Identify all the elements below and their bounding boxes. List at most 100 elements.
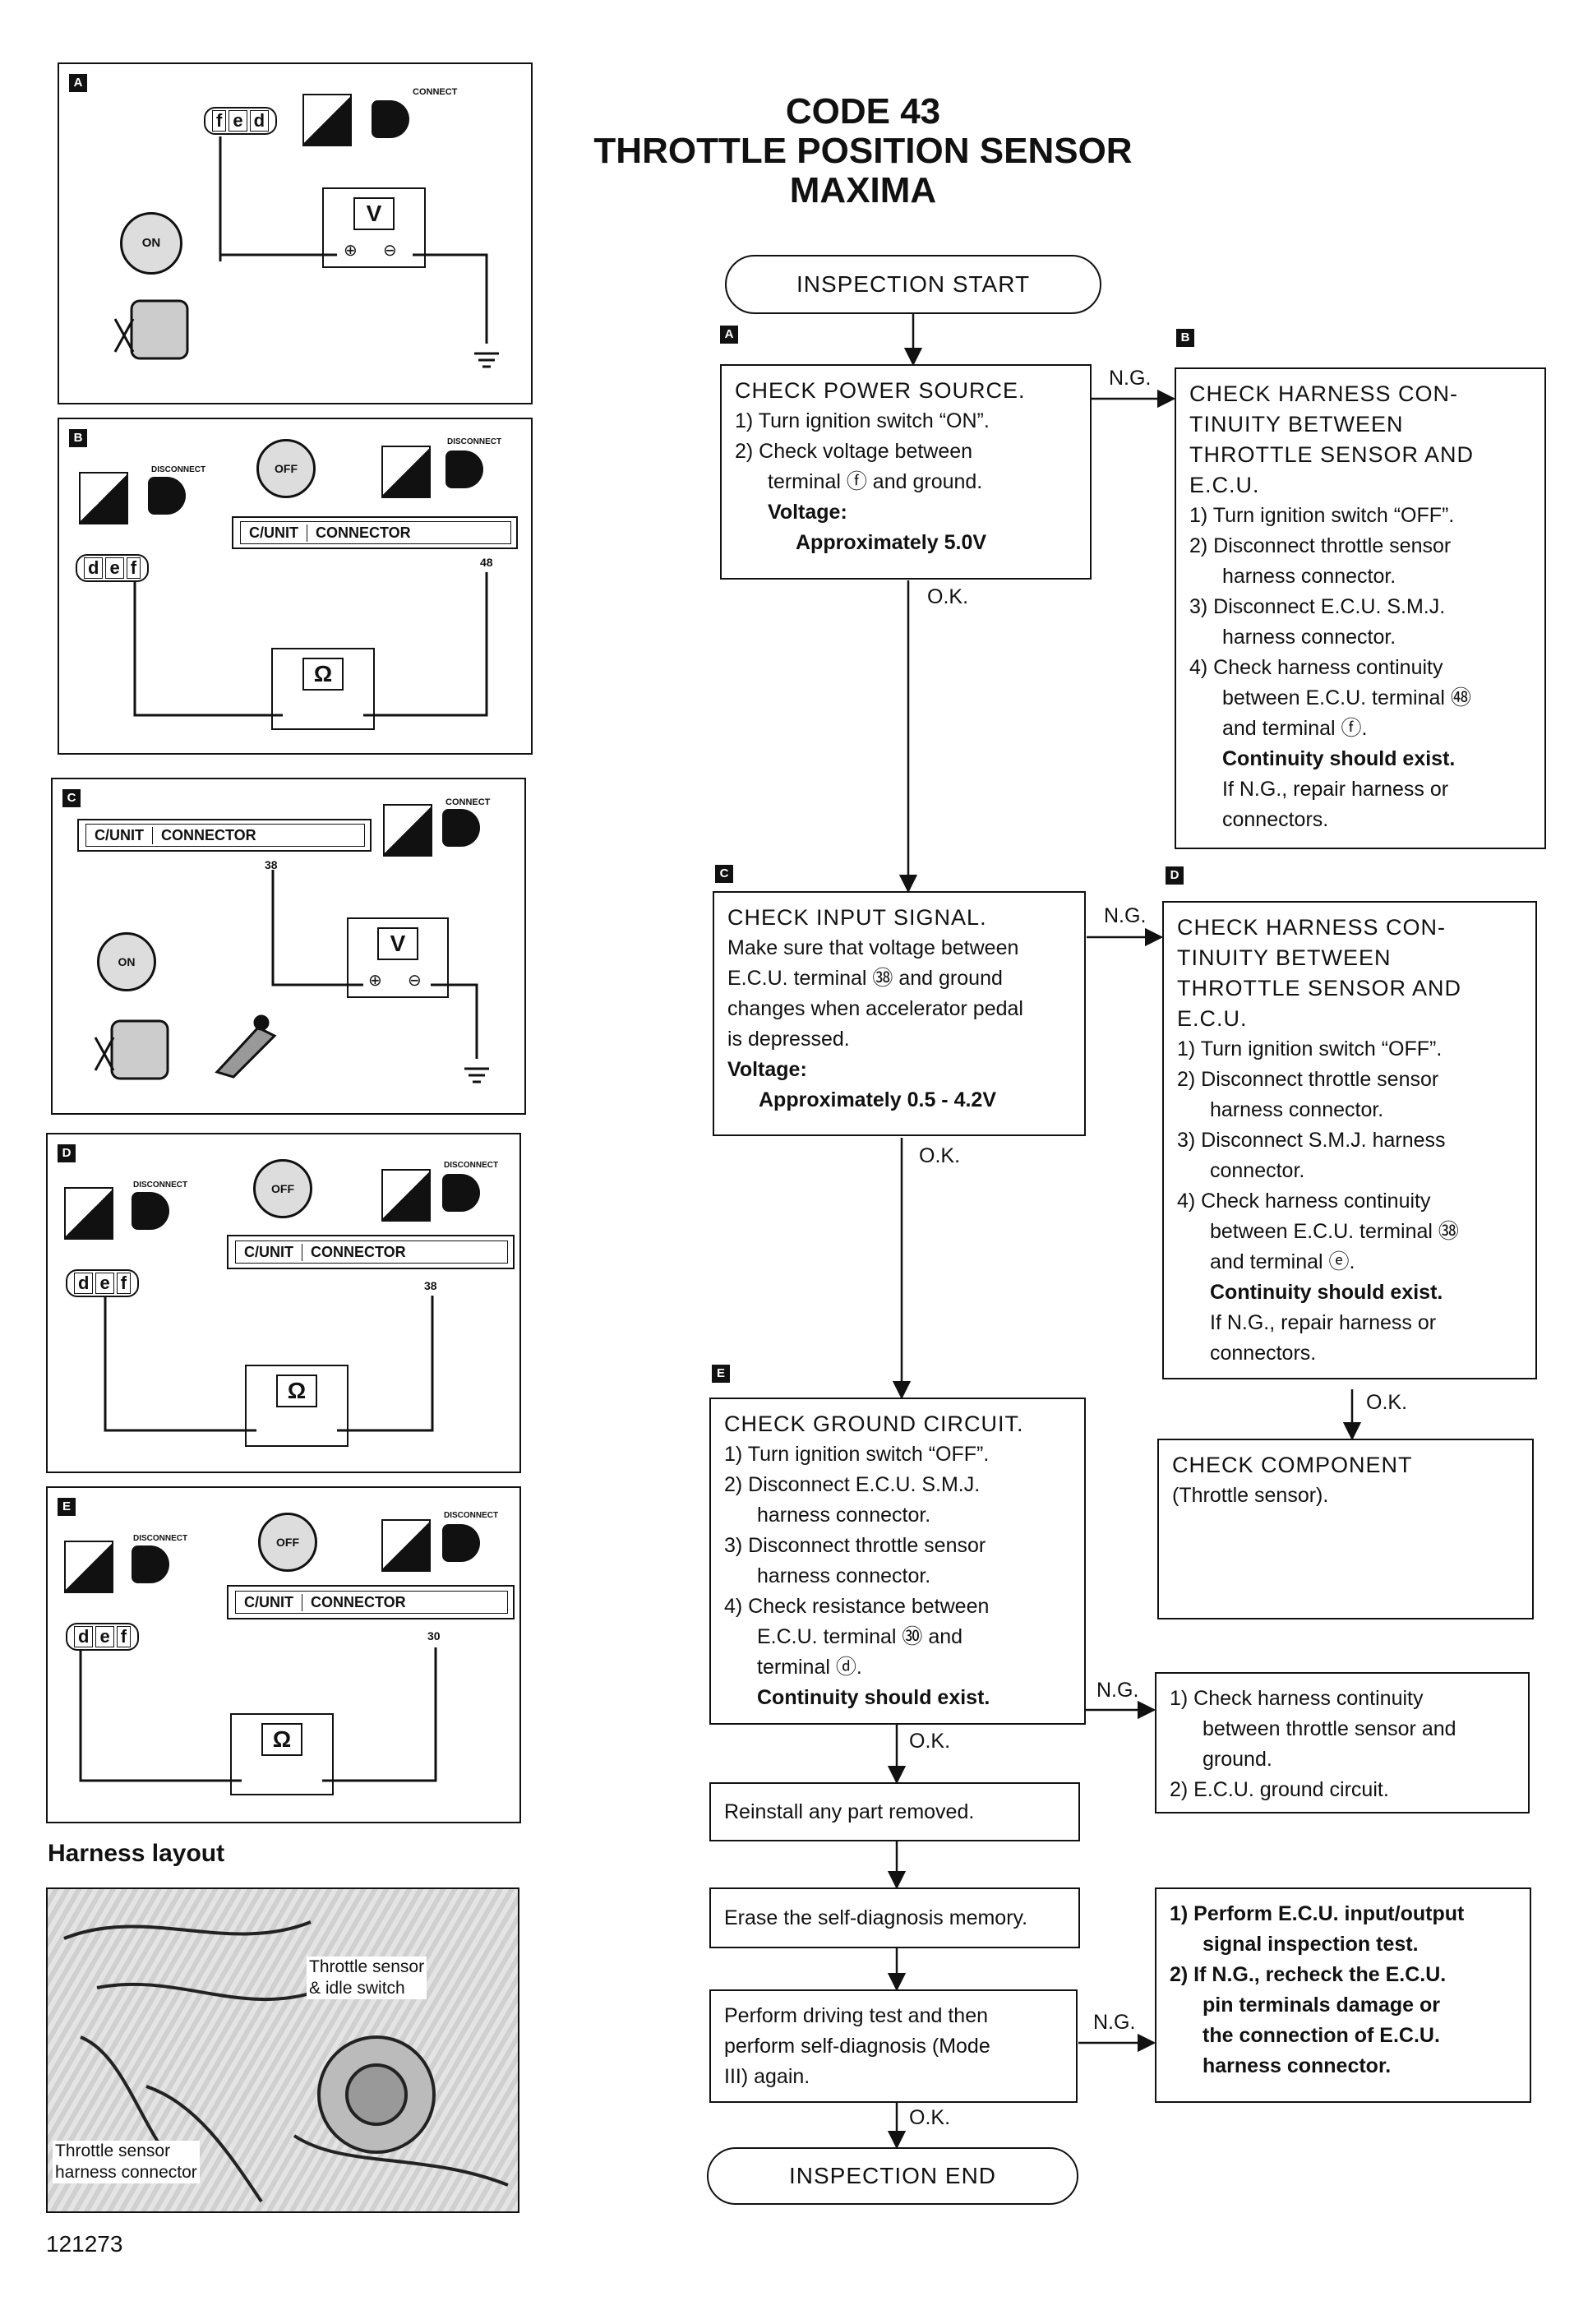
step-a-voltage-label: Voltage: xyxy=(768,501,847,524)
ground-ng-line: ground. xyxy=(1203,1748,1272,1771)
terminal-f: f xyxy=(116,1273,132,1294)
step-e-line: terminal ⓓ. xyxy=(757,1656,862,1679)
ohmmeter-display: Ω xyxy=(302,658,344,691)
terminal-d: d xyxy=(249,110,270,132)
step-c-line: changes when accelerator pedal xyxy=(727,997,1023,1020)
harness-connector-label-line: harness connector xyxy=(55,2163,197,2182)
terminal-d: d xyxy=(74,1273,94,1294)
cunit-label: C/UNIT xyxy=(249,524,298,541)
plus-terminal: ⊕ xyxy=(368,972,382,990)
ignition-off-label: OFF xyxy=(271,1182,294,1195)
ecu-terminal-number: 30 xyxy=(427,1629,441,1643)
ok-label-c: O.K. xyxy=(919,1144,961,1167)
step-c-line: Make sure that voltage between xyxy=(727,936,1019,959)
step-a-heading: CHECK POWER SOURCE. xyxy=(735,378,1026,403)
step-e-line: harness connector. xyxy=(757,1504,931,1527)
ng-label-drive: N.G. xyxy=(1093,2011,1136,2034)
ecu-terminal-number: 38 xyxy=(265,858,278,871)
step-a-tag: A xyxy=(720,326,738,344)
ecu-connector-icon xyxy=(381,1169,431,1222)
connector-label: CONNECTOR xyxy=(152,826,265,844)
final-ng-line: pin terminals damage or xyxy=(1203,1994,1440,2017)
step-d-line: harness connector. xyxy=(1210,1098,1384,1121)
ok-label-drive: O.K. xyxy=(909,2106,951,2129)
step-e-heading: CHECK GROUND CIRCUIT. xyxy=(724,1411,1024,1436)
engine-icon xyxy=(108,286,199,377)
ecu-connector-icon xyxy=(381,446,431,498)
drive-line: Perform driving test and then xyxy=(724,2004,988,2027)
step-b-line: harness connector. xyxy=(1222,626,1396,649)
panel-c-tag: C xyxy=(62,789,81,807)
page-title: CODE 43 THROTTLE POSITION SENSOR MAXIMA xyxy=(592,92,1134,210)
step-c-line: E.C.U. terminal ㊳ and ground xyxy=(727,967,1003,990)
terminal-f: f xyxy=(126,557,141,579)
step-b-harness-continuity: CHECK HARNESS CON- TINUITY BETWEEN THROT… xyxy=(1175,367,1546,849)
step-b-line: between E.C.U. terminal ㊽ xyxy=(1222,686,1471,709)
final-ng-line: harness connector. xyxy=(1203,2054,1392,2077)
ng-label-e: N.G. xyxy=(1096,1679,1139,1702)
step-c-input-signal: CHECK INPUT SIGNAL. Make sure that volta… xyxy=(713,891,1086,1136)
voltmeter: V ⊕ ⊖ xyxy=(322,187,426,268)
cunit-label: C/UNIT xyxy=(244,1593,293,1610)
step-d-harness-continuity: CHECK HARNESS CON- TINUITY BETWEEN THROT… xyxy=(1162,901,1537,1379)
panel-b-tag: B xyxy=(69,429,87,447)
reinstall-parts: Reinstall any part removed. xyxy=(709,1782,1080,1841)
panel-e-tag: E xyxy=(58,1498,76,1516)
step-d-line: connector. xyxy=(1210,1159,1305,1182)
disconnect-plug-icon xyxy=(442,1174,480,1212)
step-b-continuity-note: Continuity should exist. xyxy=(1222,747,1456,770)
ok-label-e: O.K. xyxy=(909,1730,951,1753)
throttle-sensor-label-line: & idle switch xyxy=(309,1979,405,1998)
ignition-on-label: ON xyxy=(141,236,161,250)
step-b-line: connectors. xyxy=(1222,808,1329,831)
panel-c-wiring xyxy=(271,870,489,1083)
check-component: CHECK COMPONENT (Throttle sensor). xyxy=(1157,1439,1534,1619)
sensor-connector-icon xyxy=(79,472,128,524)
ignition-off-label: OFF xyxy=(275,462,298,475)
terminal-e: e xyxy=(95,1626,114,1647)
harness-connector-label-line: Throttle sensor xyxy=(55,2141,171,2160)
throttle-sensor-label-line: Throttle sensor xyxy=(309,1957,425,1976)
ground-ng-actions: 1) Check harness continuity between thro… xyxy=(1155,1672,1530,1813)
ground-ng-line: 2) E.C.U. ground circuit. xyxy=(1170,1778,1389,1801)
ok-label-a: O.K. xyxy=(927,585,969,608)
sensor-connector: d e f xyxy=(66,1269,140,1297)
drive-line: perform self-diagnosis (Mode xyxy=(724,2035,990,2058)
ignition-key-icon: OFF xyxy=(258,1513,317,1572)
terminal-e: e xyxy=(95,1273,114,1294)
accelerator-pedal-icon xyxy=(209,1011,283,1080)
sensor-connector: d e f xyxy=(76,554,150,582)
terminal-f: f xyxy=(212,110,227,132)
ignition-key-icon: ON xyxy=(97,932,156,991)
ignition-on-label: ON xyxy=(118,955,136,968)
disconnect-label: DISCONNECT xyxy=(444,1511,499,1520)
component-line: (Throttle sensor). xyxy=(1172,1484,1329,1507)
ohmmeter: Ω xyxy=(271,648,375,730)
plus-terminal: ⊕ xyxy=(344,242,358,260)
step-e-line: E.C.U. terminal ㉚ and xyxy=(757,1625,963,1648)
minus-terminal: ⊖ xyxy=(383,242,397,260)
step-a-voltage-value: Approximately 5.0V xyxy=(796,531,987,554)
ng-label-c: N.G. xyxy=(1104,904,1147,927)
step-b-line: 3) Disconnect E.C.U. S.M.J. xyxy=(1189,595,1446,618)
ecu-terminal-number: 38 xyxy=(424,1279,437,1292)
ignition-key-icon: OFF xyxy=(256,439,316,498)
erase-text: Erase the self-diagnosis memory. xyxy=(724,1906,1028,1929)
inspection-end: INSPECTION END xyxy=(707,2147,1078,2205)
driving-test: Perform driving test and then perform se… xyxy=(709,1989,1078,2103)
connector-label: CONNECTOR xyxy=(307,524,419,542)
disconnect-label: DISCONNECT xyxy=(151,465,206,474)
connect-label: CONNECT xyxy=(413,87,458,97)
connector-label: CONNECTOR xyxy=(302,1243,414,1261)
voltmeter-display: V xyxy=(377,927,418,960)
voltmeter-display: V xyxy=(353,197,395,230)
step-e-tag: E xyxy=(712,1365,730,1383)
step-b-heading: TINUITY BETWEEN xyxy=(1189,412,1404,437)
step-e-ground-circuit: CHECK GROUND CIRCUIT. 1) Turn ignition s… xyxy=(709,1398,1086,1725)
final-ng-line: the connection of E.C.U. xyxy=(1203,2024,1440,2047)
terminal-e: e xyxy=(229,110,247,132)
step-e-line: 2) Disconnect E.C.U. S.M.J. xyxy=(724,1473,981,1496)
